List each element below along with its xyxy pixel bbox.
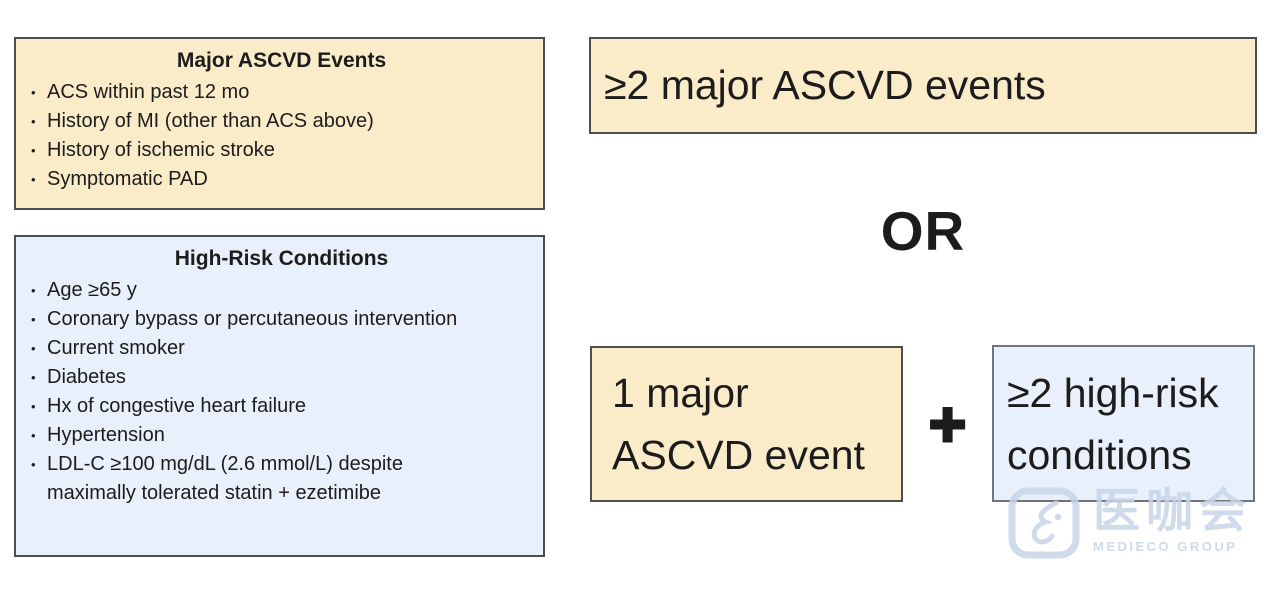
list-item: Age ≥65 y (30, 276, 485, 305)
list-item: Diabetes (30, 363, 485, 392)
ge2-high-risk-line1: ≥2 high-risk (1007, 369, 1219, 416)
plus-operator-label: + (927, 387, 967, 462)
one-major-event-box: 1 major ASCVD event (590, 346, 903, 502)
list-item: Coronary bypass or percutaneous interven… (30, 305, 485, 334)
list-item: Hypertension (30, 421, 485, 450)
list-item: History of MI (other than ACS above) (30, 107, 485, 136)
high-risk-conditions-list: Age ≥65 y Coronary bypass or percutaneou… (30, 276, 533, 508)
list-item: LDL-C ≥100 mg/dL (2.6 mmol/L) despite ma… (30, 450, 485, 508)
high-risk-conditions-title: High-Risk Conditions (174, 247, 389, 270)
ge2-major-events-box: ≥2 major ASCVD events (589, 37, 1257, 134)
list-item: Symptomatic PAD (30, 165, 485, 194)
major-ascvd-events-title: Major ASCVD Events (176, 49, 387, 72)
major-ascvd-events-list: ACS within past 12 mo History of MI (oth… (30, 78, 533, 194)
list-item: Hx of congestive heart failure (30, 392, 485, 421)
one-major-event-line2: ASCVD event (612, 432, 865, 478)
or-operator-label: OR (880, 200, 966, 262)
watermark-en-label: MEDIECO GROUP (1093, 539, 1238, 554)
high-risk-conditions-box: High-Risk Conditions Age ≥65 y Coronary … (14, 235, 545, 557)
one-major-event-line1: 1 major (612, 370, 749, 416)
ge2-high-risk-line2: conditions (1007, 431, 1192, 478)
list-item: History of ischemic stroke (30, 136, 485, 165)
ge2-high-risk-conditions-box: ≥2 high-risk conditions (992, 345, 1255, 502)
ge2-major-events-label: ≥2 major ASCVD events (604, 62, 1046, 108)
list-item: Current smoker (30, 334, 485, 363)
major-ascvd-events-box: Major ASCVD Events ACS within past 12 mo… (14, 37, 545, 210)
list-item: ACS within past 12 mo (30, 78, 485, 107)
